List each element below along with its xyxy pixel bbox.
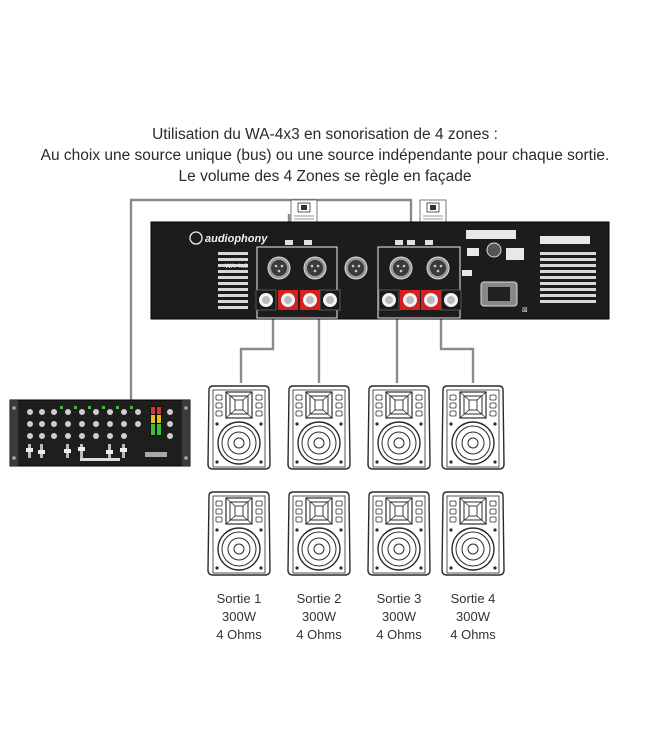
output-caption-1: Sortie 1 300W 4 Ohms — [199, 590, 279, 644]
speakers — [207, 385, 505, 576]
output-caption-4: Sortie 4 300W 4 Ohms — [433, 590, 513, 644]
speaker-zone4-bottom — [441, 491, 505, 576]
terminal-2-neg — [319, 289, 341, 311]
speaker-zone2-top — [287, 385, 351, 470]
breaker-icon — [486, 242, 502, 258]
output-name: Sortie 2 — [296, 591, 342, 606]
brand-logo-icon — [189, 231, 203, 245]
output-power: 300W — [302, 609, 336, 624]
xlr-input-3 — [389, 256, 413, 280]
xlr-link — [344, 256, 368, 280]
model-label: WA-4x3 — [225, 263, 248, 270]
title-line-2: Au choix une source unique (bus) ou une … — [40, 147, 610, 164]
output-name: Sortie 1 — [216, 591, 262, 606]
warning-sticker — [466, 230, 516, 239]
output-impedance: 4 Ohms — [376, 627, 422, 642]
mixer — [9, 399, 191, 467]
terminal-1-neg — [255, 289, 277, 311]
terminal-1-pos — [278, 290, 298, 310]
xlr-input-1 — [267, 256, 291, 280]
xlr-input-4 — [426, 256, 450, 280]
left-vents — [218, 252, 248, 309]
speaker-zone1-top — [207, 385, 271, 470]
speaker-zone3-bottom — [367, 491, 431, 576]
zone4-cable — [439, 318, 475, 383]
terminal-4-neg — [440, 289, 462, 311]
brand-logo: audiophony — [205, 233, 268, 245]
output-power: 300W — [382, 609, 416, 624]
input-switch-label-a — [290, 199, 318, 223]
amplifier-rear-panel: audiophony WA-4x3 ⊠ — [150, 221, 610, 320]
speaker-zone3-top — [367, 385, 431, 470]
right-vents — [540, 252, 596, 303]
speaker-zone1-bottom — [207, 491, 271, 576]
vu-meter — [150, 406, 162, 436]
outputs-1-2-group — [256, 246, 338, 319]
output-power: 300W — [456, 609, 490, 624]
output-impedance: 4 Ohms — [450, 627, 496, 642]
terminal-4-pos — [421, 290, 441, 310]
speaker-zone4-top — [441, 385, 505, 470]
bin-icon: ⊠ — [522, 306, 528, 314]
speaker-zone2-bottom — [287, 491, 351, 576]
outputs-3-4-group — [377, 246, 461, 319]
diagram-title: Utilisation du WA-4x3 en sonorisation de… — [0, 124, 650, 187]
output-name: Sortie 4 — [450, 591, 496, 606]
output-name: Sortie 3 — [376, 591, 422, 606]
output-impedance: 4 Ohms — [296, 627, 342, 642]
terminal-3-neg — [378, 289, 400, 311]
zone1-cable — [239, 318, 275, 383]
input-switch-label-b — [419, 199, 447, 223]
output-caption-2: Sortie 2 300W 4 Ohms — [279, 590, 359, 644]
serial-sticker — [540, 236, 590, 244]
terminal-3-pos — [400, 290, 420, 310]
output-impedance: 4 Ohms — [216, 627, 262, 642]
output-caption-3: Sortie 3 300W 4 Ohms — [359, 590, 439, 644]
output-power: 300W — [222, 609, 256, 624]
terminal-2-pos — [300, 290, 320, 310]
title-line-3: Le volume des 4 Zones se règle en façade — [178, 168, 472, 185]
title-line-1: Utilisation du WA-4x3 en sonorisation de… — [152, 126, 498, 143]
xlr-input-2 — [303, 256, 327, 280]
